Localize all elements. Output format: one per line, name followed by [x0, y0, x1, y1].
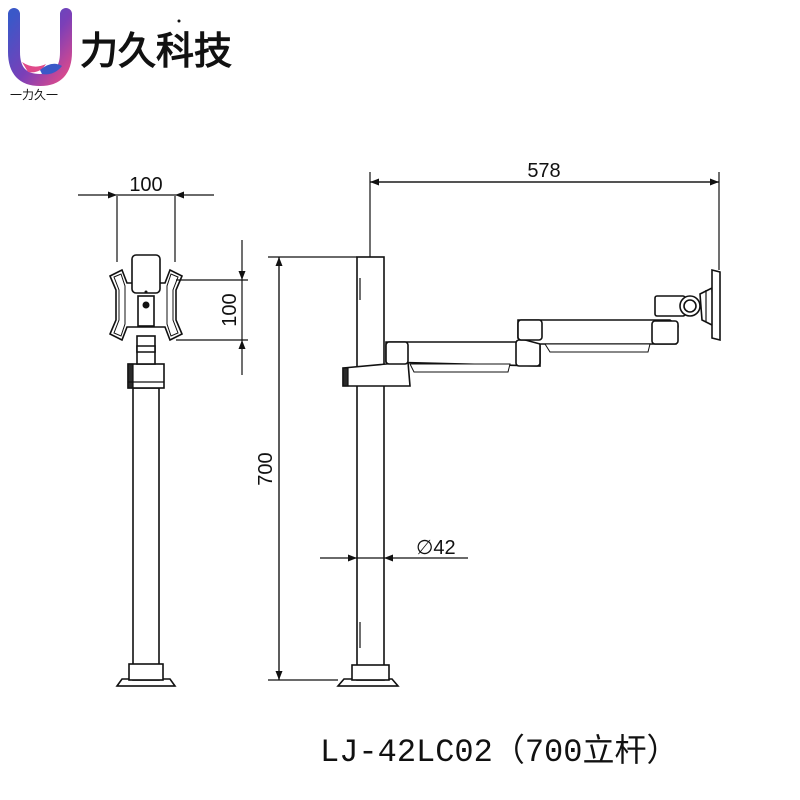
front-collar — [127, 363, 165, 389]
brand-tagline: 一力久一 — [10, 88, 58, 102]
brand-logo: 力久科技 一力久一 — [8, 8, 232, 102]
dim-arm-reach: 578 — [527, 160, 560, 182]
model-caption: LJ-42LC02（700立杆） — [320, 733, 678, 771]
front-view: 100 100 — [78, 174, 248, 687]
dim-front-width: 100 — [129, 174, 162, 196]
dim-pole-height: 700 — [255, 452, 277, 485]
dim-front-height: 100 — [219, 293, 241, 326]
u-logo-icon — [8, 8, 72, 87]
front-pole — [132, 387, 160, 681]
dim-pole-diameter: ∅42 — [416, 537, 456, 559]
brand-name: 力久科技 — [80, 29, 232, 73]
side-collar — [342, 361, 411, 387]
side-view: 578 700 ∅42 — [255, 160, 721, 687]
side-pole — [356, 256, 385, 681]
